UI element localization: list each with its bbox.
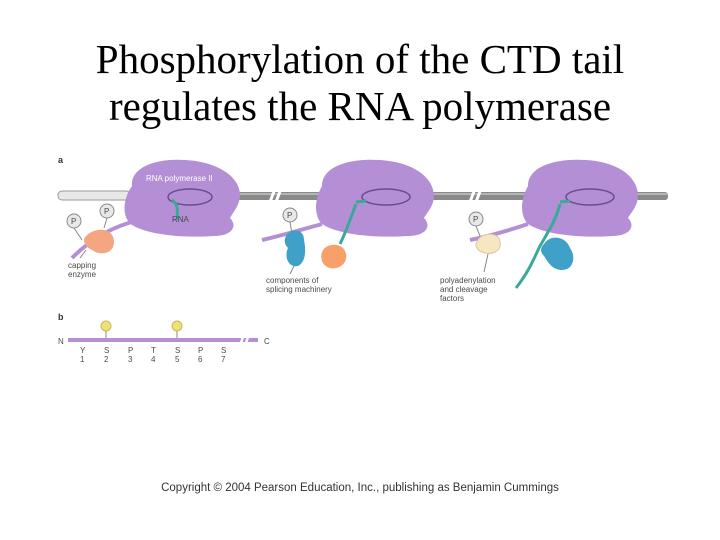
phosphate-3-label: P [287,211,292,220]
rna-label: RNA [172,215,190,224]
polyA-label-1: polyadenylation [440,276,496,285]
splicing-label-1: components of [266,276,319,285]
nascent-rna-3 [514,203,562,289]
phosphate-4: P [468,211,484,237]
rna-polymerase-3 [522,159,638,237]
slide-title: Phosphorylation of the CTD tail regulate… [0,36,720,130]
dna-break-marks [268,185,484,203]
splicing-component-blue [284,230,306,267]
residue-aa: S [175,346,180,355]
residue-pos: 2 [104,355,109,364]
cleavage-factor-blue [541,237,574,270]
polyA-factor-cream [475,233,501,255]
ctd-break-marks [238,333,251,347]
residue-pos: 1 [80,355,85,364]
phosphate-4-label: P [473,215,478,224]
splicing-label-2: splicing machinery [266,285,332,294]
residue-aa: S [104,346,109,355]
heptad-residues: Y 1 S 2 P 3 T 4 S 5 P 6 S 7 [80,346,226,364]
capping-label-1: capping [68,261,96,270]
splicing-pointer [289,265,295,275]
phosphate-2: P [99,203,115,229]
polymerase-label: RNA polymerase II [146,174,213,183]
n-terminus-label: N [58,337,64,346]
phosphate-1: P [66,213,83,241]
phosphate-2-label: P [104,207,109,216]
polyA-pointer [483,253,489,273]
residue-pos: 4 [151,355,156,364]
residue-pos: 7 [221,355,226,364]
polyA-label-3: factors [440,294,464,303]
ser5-phosphate [171,320,183,338]
ctd-tail-3 [469,222,529,242]
ctd-heptad-bar [68,338,258,342]
residue-aa: P [198,346,203,355]
residue-aa: T [151,346,156,355]
c-terminus-label: C [264,337,270,346]
copyright-notice: Copyright © 2004 Pearson Education, Inc.… [161,482,559,494]
rna-polymerase-2 [316,159,434,237]
panel-b-label: b [58,312,64,322]
phosphate-1-label: P [71,217,76,226]
splicing-component-orange [321,244,347,269]
residue-pos: 3 [128,355,133,364]
residue-pos: 6 [198,355,203,364]
rna-polymerase-1 [124,159,240,237]
capping-enzyme-shape [84,229,114,254]
capping-pointer [79,249,87,259]
residue-aa: P [128,346,133,355]
polyA-label-2: and cleavage [440,285,488,294]
title-line-2: regulates the RNA polymerase [108,83,612,129]
residue-pos: 5 [175,355,180,364]
residue-aa: S [221,346,226,355]
ser2-phosphate [100,320,112,338]
nascent-rna-2 [338,203,358,245]
title-line-1: Phosphorylation of the CTD tail [95,36,625,82]
panel-a-label: a [58,155,64,165]
capping-label-2: enzyme [68,270,97,279]
residue-aa: Y [80,346,86,355]
phosphate-3: P [282,207,298,235]
